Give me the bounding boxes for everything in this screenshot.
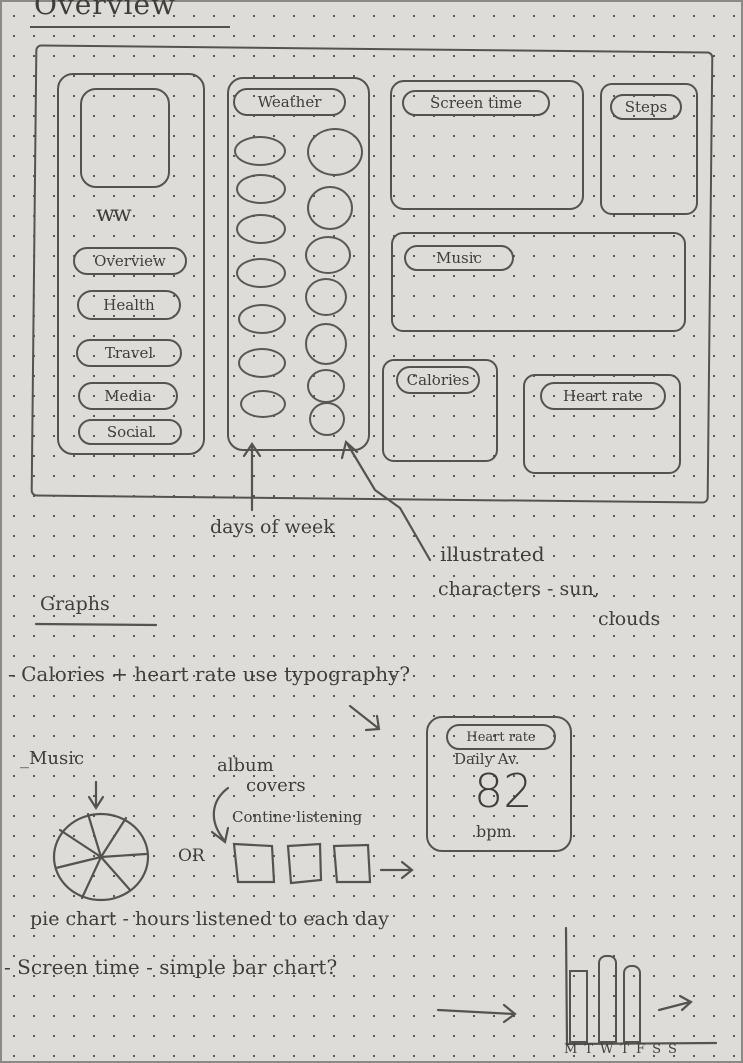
weather-character-2 [307,186,353,230]
illustrated-note-2: characters - sun, [438,578,600,600]
day-oval-4 [236,258,286,288]
bar-day-label: F [636,1042,646,1057]
or-note: OR [178,846,205,866]
weather-character-7 [309,402,345,436]
sidebar-item-travel[interactable]: Travel [76,339,182,367]
album-note-1: album [217,755,274,776]
bar-monday [569,970,588,1043]
heart-rate-label: Heart rate [540,382,666,410]
calories-label: Calories [396,366,480,394]
weather-character-4 [305,278,347,316]
title-underline [30,26,230,28]
screen-time-note: - Screen time - simple bar chart? [4,955,338,979]
bar-day-label: S [652,1042,661,1057]
bar-day-label: S [667,1042,677,1057]
weather-character-3 [305,236,351,274]
weather-panel [227,77,370,451]
weather-character-1 [307,128,363,176]
day-oval-1 [234,136,286,166]
music-label: Music [404,245,514,271]
calories-note: - Calories + heart rate use typography? [8,662,411,686]
screen-time-widget [390,80,584,210]
page-title: Overview [34,0,177,21]
sidebar-item-health[interactable]: Health [77,290,181,320]
profile-name-squiggle: ww [96,202,132,227]
heart-rate-card [426,716,572,852]
bar-day-labels: M T W T F S S [564,1042,714,1057]
bar-day-label: T [584,1042,593,1057]
illustrated-note-1: illustrated [440,542,545,566]
sidebar-item-overview[interactable]: Overview [73,247,187,275]
bar-day-label: M [564,1042,578,1057]
bar-thursday [623,965,641,1043]
album-note-2: covers [246,775,306,796]
heart-rate-card-value: 82 [474,764,533,818]
bar-wednesday [598,955,617,1043]
illustrated-note-3: clouds [598,608,661,630]
profile-image-placeholder [80,88,170,188]
weather-character-5 [305,323,347,365]
days-of-week-note: days of week [210,516,335,538]
day-oval-2 [236,174,286,204]
heart-rate-card-subtitle: Daily Av. [454,750,520,768]
screen-time-label: Screen time [402,90,550,116]
sidebar-panel [57,73,205,455]
bar-day-label: T [620,1042,630,1057]
day-oval-7 [240,390,286,418]
graphs-heading: Graphs [40,593,110,615]
music-note: _Music [20,748,85,769]
sidebar-item-social[interactable]: Social [78,419,182,445]
weather-label: Weather [233,88,346,116]
steps-label: Steps [610,94,682,120]
day-oval-5 [238,304,286,334]
day-oval-3 [236,214,286,244]
day-oval-6 [238,348,286,378]
bar-day-label: W [599,1042,614,1057]
heart-rate-card-title: Heart rate [446,724,556,750]
continue-listening-note: Contine listening [232,808,363,826]
sidebar-item-media[interactable]: Media [78,382,178,410]
heart-rate-card-unit: bpm [476,822,512,841]
music-widget [391,232,686,332]
steps-widget [600,83,698,215]
pie-chart-note: pie chart - hours listened to each day [30,908,390,930]
calories-widget [382,359,498,462]
heart-rate-widget [523,374,681,474]
